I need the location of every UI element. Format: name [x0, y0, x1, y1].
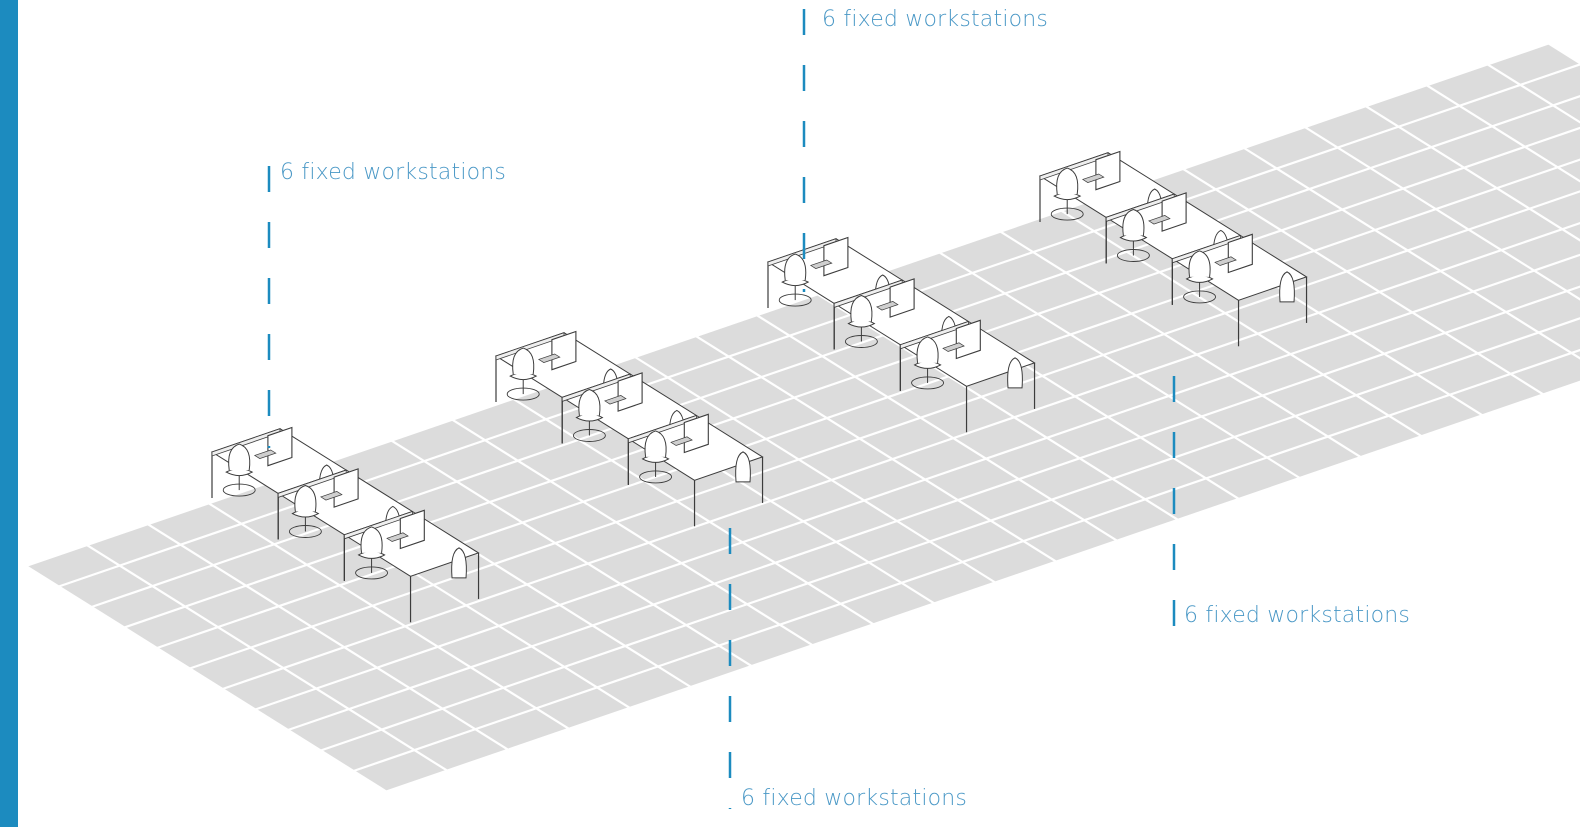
chair-back: [512, 347, 535, 375]
keyboard: [386, 532, 409, 542]
floor-grid-line: [1304, 126, 1580, 301]
monitor: [823, 236, 849, 277]
keyboard: [1214, 256, 1237, 266]
keyboard: [1147, 215, 1171, 225]
chair-back: [578, 388, 601, 416]
chair-back: [916, 336, 939, 364]
floor-grid-line: [634, 356, 996, 584]
back-chair: [1007, 357, 1023, 389]
floor-grid-line: [938, 251, 1301, 479]
floor-surface: [26, 43, 1580, 792]
monitor: [1161, 192, 1187, 232]
back-chair: [735, 451, 751, 483]
cluster-label-1: 6 fixed workstations: [280, 160, 507, 185]
floor-grid-line: [390, 439, 753, 668]
monitor: [333, 468, 359, 508]
floor-grid-line: [353, 348, 1580, 773]
workstation-cluster-2: [494, 330, 764, 527]
floor-grid-line: [222, 221, 1580, 691]
floor-grid-line: [1426, 84, 1580, 183]
chair-back: [228, 443, 251, 471]
callout-lines: [267, 9, 1176, 809]
monitor: [889, 278, 915, 318]
workstation-clusters: [210, 150, 1308, 623]
floor-grid-line: [756, 314, 1118, 542]
workstation-cluster-4: [1038, 150, 1308, 347]
chair-back: [294, 484, 317, 512]
monitor: [267, 426, 293, 467]
floor-grid-line: [287, 285, 1580, 732]
floor-grid-line: [147, 523, 509, 751]
monitor: [1227, 233, 1253, 274]
floor-grid-line: [86, 544, 448, 772]
floor-grid: [25, 42, 1580, 793]
keyboard: [1081, 173, 1105, 183]
floor-grid-line: [254, 253, 1580, 711]
floor-grid-line: [1243, 147, 1580, 360]
floor-grid-line: [817, 293, 1179, 521]
floor-grid-line: [1182, 167, 1544, 396]
keyboard: [253, 449, 277, 459]
keyboard: [670, 436, 693, 446]
keyboard: [809, 259, 833, 269]
floor-grid-line: [1487, 63, 1580, 124]
monitor: [551, 330, 577, 371]
floor-grid-line: [25, 565, 387, 793]
cluster-label-2: 6 fixed workstations: [741, 786, 968, 811]
monitor: [955, 319, 981, 360]
workstation-cluster-3: [766, 236, 1036, 433]
chair-back: [1188, 250, 1211, 278]
chair-back: [360, 526, 383, 554]
floor-grid-line: [208, 502, 570, 730]
keyboard: [942, 342, 965, 352]
back-chair: [451, 547, 467, 579]
floor-grid-line: [1060, 209, 1423, 438]
chair-back: [784, 253, 807, 281]
floor-grid-line: [1365, 105, 1580, 242]
floor-grid-line: [320, 317, 1580, 752]
keyboard: [319, 491, 343, 501]
chair-back: [850, 294, 873, 322]
cluster-label-4: 6 fixed workstations: [1184, 603, 1411, 628]
floor-grid-line: [385, 380, 1580, 793]
keyboard: [537, 353, 561, 363]
chair-back: [1122, 208, 1145, 236]
monitor: [399, 509, 425, 550]
floor-grid-line: [451, 418, 814, 647]
monitor: [1095, 150, 1121, 191]
accent-side-bar: [0, 0, 18, 827]
back-chair: [1279, 271, 1295, 303]
keyboard: [875, 301, 899, 311]
floor-grid-line: [189, 190, 1580, 670]
monitor: [683, 413, 709, 454]
monitor: [617, 372, 643, 412]
floor-grid-line: [999, 230, 1362, 459]
keyboard: [603, 395, 627, 405]
workstation-cluster-1: [210, 426, 480, 623]
chair-back: [644, 430, 667, 458]
cluster-label-3: 6 fixed workstations: [822, 7, 1049, 32]
chair-back: [1056, 167, 1079, 195]
floor-grid-line: [695, 335, 1057, 563]
